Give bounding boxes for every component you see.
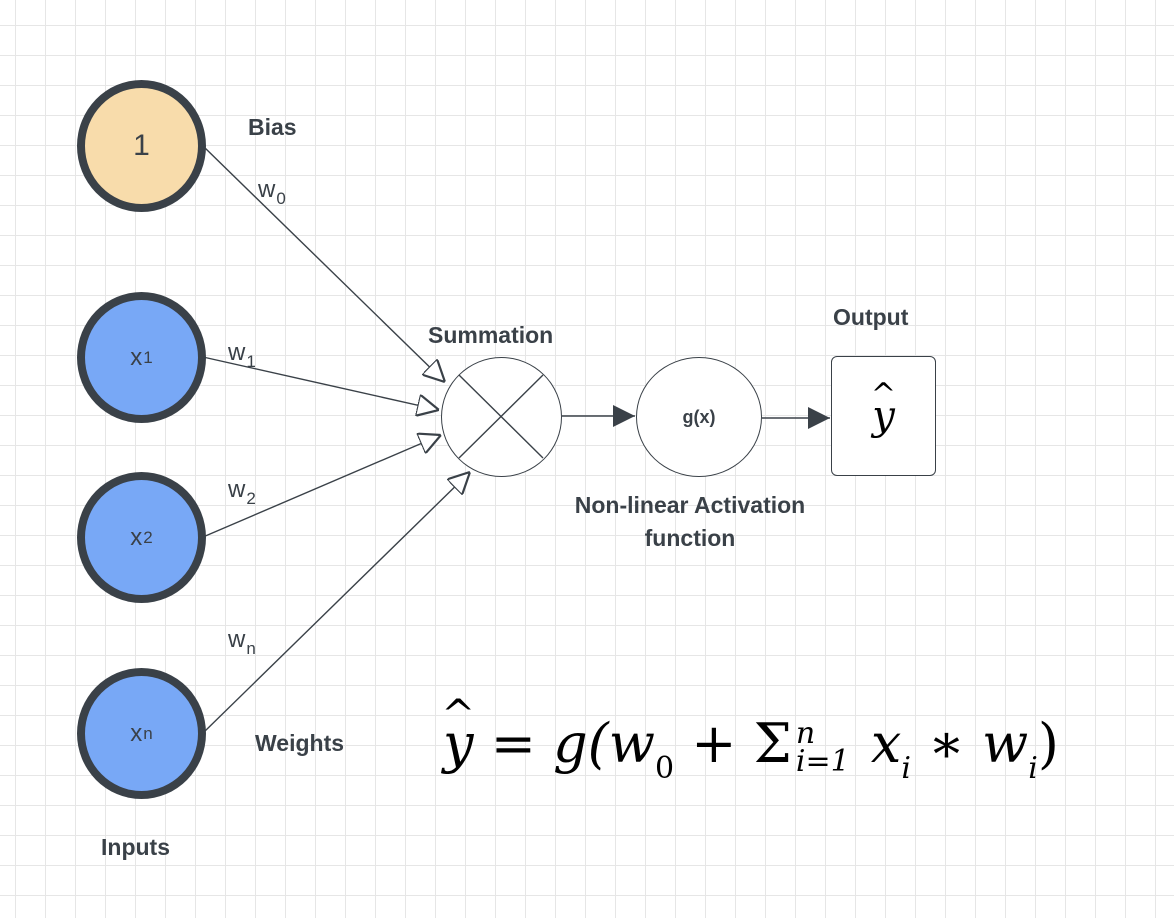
activation-label-line1: Non-linear Activation: [574, 492, 806, 518]
summation-cross-icon: [458, 374, 544, 459]
weight-w0-text: w: [258, 176, 276, 203]
formula-func: g(: [553, 712, 609, 775]
bias-node: 1: [77, 80, 206, 212]
formula-close: ): [1037, 712, 1059, 775]
weight-w1-text: w: [228, 339, 246, 366]
formula-w: w: [981, 712, 1029, 775]
inputs-label: Inputs: [101, 834, 170, 860]
formula: y = g(w0 + Σni=1 xi ∗ wi): [443, 712, 1059, 786]
weight-edge-bias: [202, 145, 445, 382]
weight-w0-subscript: 0: [276, 189, 286, 208]
bias-node-text: 1: [133, 129, 150, 162]
output-label: Output: [833, 304, 909, 330]
formula-sigma: Σ: [753, 712, 792, 775]
input-x1-text: x: [130, 343, 143, 371]
weight-edge-x1: [202, 356, 439, 410]
weight-w2-text: w: [228, 476, 246, 503]
summation-node: [441, 357, 562, 477]
weight-edge-x2: [202, 435, 441, 538]
output-y-hat: y: [872, 393, 895, 439]
input-xn-subscript: n: [143, 723, 153, 743]
weight-wn-text: w: [228, 626, 246, 653]
weight-w1-subscript: 1: [246, 352, 256, 371]
formula-plus: +: [691, 712, 737, 775]
input-x2-text: x: [130, 523, 143, 551]
weight-edge-xn: [202, 472, 470, 734]
formula-equals: =: [490, 712, 536, 775]
weights-label: Weights: [255, 730, 345, 756]
activation-node: g(x): [636, 357, 762, 477]
weight-label-w2: w2: [228, 476, 256, 509]
formula-sum-sub: i=1: [795, 744, 850, 779]
input-x1-subscript: 1: [143, 347, 153, 367]
formula-w0-subscript: 0: [654, 751, 675, 786]
activation-node-text: g(x): [682, 406, 716, 427]
formula-times: ∗: [928, 712, 965, 775]
formula-w-subscript: i: [1028, 751, 1038, 786]
activation-label-line2: function: [644, 525, 736, 551]
weight-w2-subscript: 2: [246, 489, 256, 508]
input-x2-subscript: 2: [143, 527, 153, 547]
formula-sum-sup: n: [795, 715, 816, 751]
summation-label: Summation: [428, 322, 554, 348]
formula-w0: w: [608, 712, 655, 775]
weight-wn-subscript: n: [246, 639, 256, 658]
output-box: y: [831, 356, 936, 476]
activation-label: Non-linear Activation function: [547, 489, 833, 555]
formula-x: x: [870, 712, 902, 775]
input-xn-text: x: [130, 719, 143, 747]
formula-x-subscript: i: [901, 751, 911, 786]
weight-label-w1: w1: [228, 339, 256, 372]
weight-label-wn: wn: [228, 626, 256, 659]
bias-label: Bias: [248, 114, 297, 140]
formula-lhs: y: [443, 712, 474, 775]
weight-label-w0: w0: [258, 176, 286, 209]
